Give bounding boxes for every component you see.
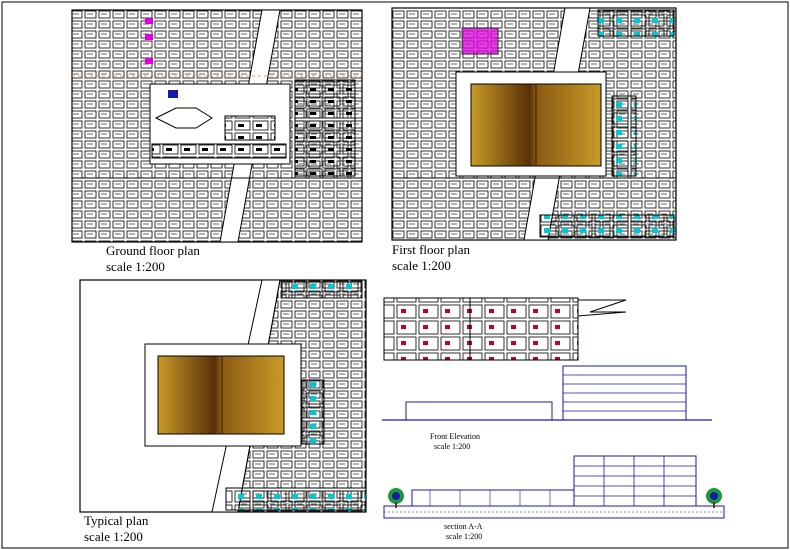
- front-elevation-scale: scale 1:200: [434, 442, 471, 451]
- tree-icon: [706, 488, 722, 508]
- first-floor-scale: scale 1:200: [392, 258, 451, 273]
- tree-icon: [388, 488, 404, 508]
- typical-roof-panel: [157, 355, 285, 435]
- site-plan: [383, 297, 627, 361]
- front-elevation: [382, 365, 712, 421]
- ground-floor-scale: scale 1:200: [106, 259, 165, 274]
- ground-floor-title: Ground floor plan: [106, 243, 200, 258]
- first-floor-plan: [391, 7, 677, 241]
- section-title: section A-A: [444, 522, 483, 531]
- typical-plan-scale: scale 1:200: [84, 529, 143, 544]
- section-scale: scale 1:200: [446, 532, 483, 541]
- section-aa: [383, 455, 725, 519]
- front-elevation-title: Front Elevation: [430, 432, 480, 441]
- first-floor-title: First floor plan: [392, 242, 470, 257]
- ground-floor-plan: [71, 9, 363, 243]
- typical-plan: [79, 279, 367, 513]
- typical-plan-title: Typical plan: [84, 513, 149, 528]
